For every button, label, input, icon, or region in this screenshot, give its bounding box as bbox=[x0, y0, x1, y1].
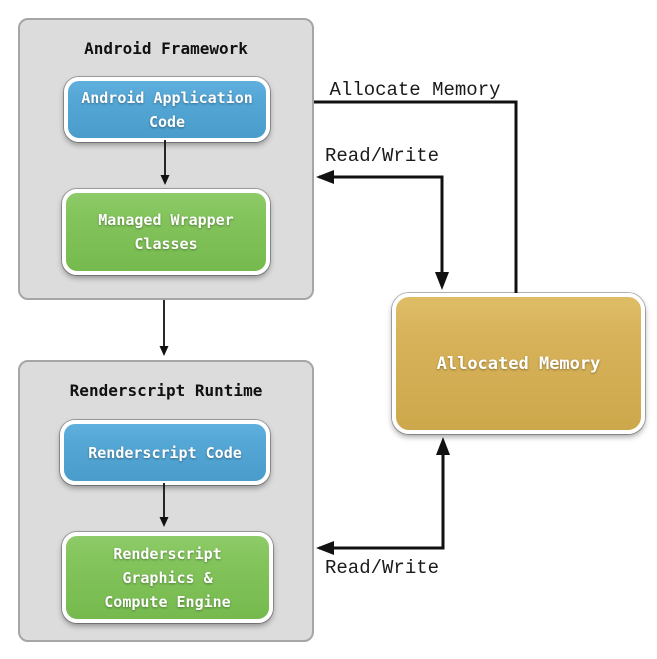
renderscript-code-box: Renderscript Code bbox=[60, 420, 270, 485]
renderscript-code-label: Renderscript Code bbox=[88, 443, 242, 462]
android-application-code-label: Android Application Code bbox=[81, 88, 253, 131]
allocated-memory-label: Allocated Memory bbox=[436, 353, 601, 374]
renderscript-engine-label: Renderscript Graphics & Compute Engine bbox=[104, 544, 231, 611]
allocate-memory-arrow-label: Allocate Memory bbox=[329, 79, 501, 101]
read-write-top-arrow-label: Read/Write bbox=[325, 145, 440, 167]
allocate-memory-line bbox=[314, 100, 518, 293]
read-write-top-line bbox=[319, 175, 444, 274]
read-write-top-left-arrowhead-icon bbox=[316, 170, 334, 184]
allocated-memory-box: Allocated Memory bbox=[392, 293, 645, 434]
read-write-bottom-up-arrowhead-icon bbox=[436, 437, 450, 455]
framework-to-runtime-arrowhead-icon bbox=[159, 346, 169, 356]
read-write-bottom-line bbox=[319, 455, 445, 550]
android-framework-title: Android Framework bbox=[84, 39, 248, 58]
renderscript-runtime-group: Renderscript Runtime Renderscript Code R… bbox=[18, 360, 314, 642]
renderscript-runtime-title: Renderscript Runtime bbox=[69, 381, 263, 400]
android-framework-group: Android Framework Android Application Co… bbox=[18, 18, 314, 300]
read-write-bottom-left-arrowhead-icon bbox=[316, 541, 334, 555]
android-application-code-box: Android Application Code bbox=[64, 77, 270, 142]
read-write-bottom-arrow-label: Read/Write bbox=[325, 557, 440, 579]
managed-wrapper-classes-label: Managed Wrapper Classes bbox=[98, 211, 234, 253]
read-write-top-down-arrowhead-icon bbox=[435, 272, 449, 290]
managed-wrapper-classes-box: Managed Wrapper Classes bbox=[62, 189, 270, 275]
renderscript-engine-box: Renderscript Graphics & Compute Engine bbox=[62, 532, 273, 623]
